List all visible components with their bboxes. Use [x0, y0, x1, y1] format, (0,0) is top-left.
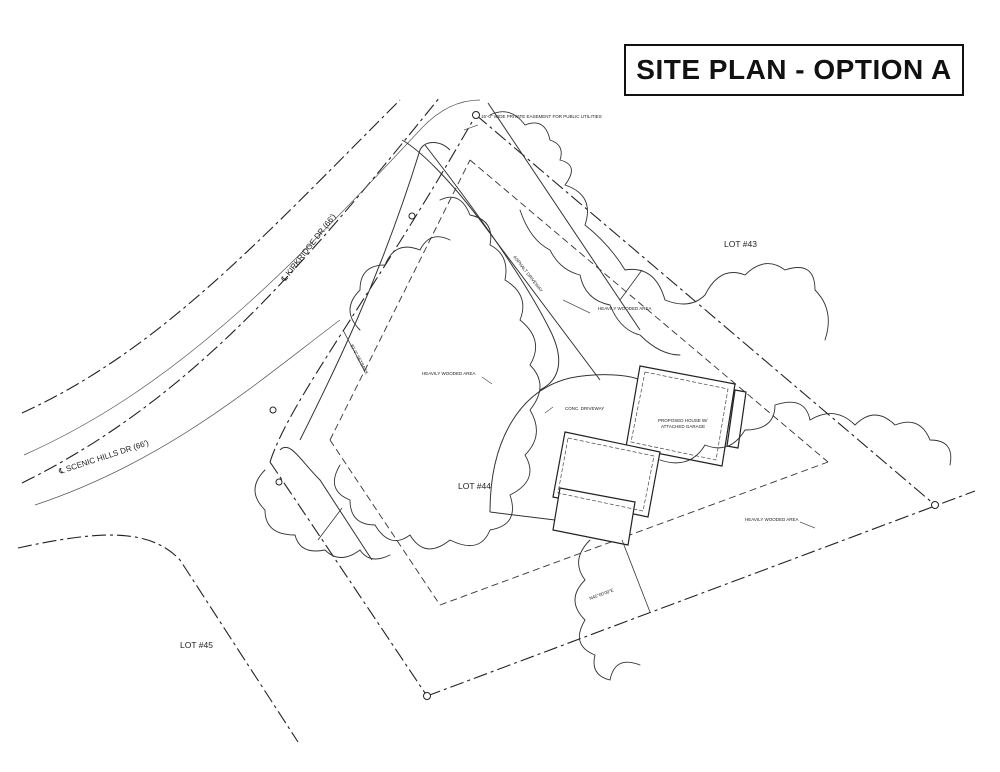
dimension-line	[621, 539, 651, 613]
marker-circle	[408, 212, 416, 220]
road-edge-1	[23, 99, 481, 456]
house-garage-ext	[552, 487, 636, 546]
asphalt-driveway	[401, 139, 601, 381]
wooded-area-north-2	[519, 209, 681, 356]
wooded-area-east	[659, 401, 952, 466]
lot-45-label: LOT #45	[180, 640, 213, 650]
marker-circle	[472, 111, 480, 119]
wooded-area-west	[254, 469, 391, 560]
lot-44-label: LOT #44	[458, 481, 491, 491]
property-line-frontage	[269, 114, 477, 463]
lot-inner-outline-2	[279, 446, 373, 561]
leader-line	[544, 406, 554, 414]
dimension-line	[619, 269, 643, 301]
wooded-label-center: HEAVILY WOODED AREA	[422, 371, 476, 376]
kirkridge-row-north	[21, 99, 401, 414]
wooded-area-center	[333, 196, 541, 550]
house-inner-line	[630, 371, 729, 461]
leader-line	[463, 124, 479, 131]
house-main	[625, 365, 736, 467]
leader-line	[799, 521, 816, 529]
setback-side	[439, 461, 829, 606]
easement-note: 15'-0" WIDE PRIVATE EASEMENT FOR PUBLIC …	[481, 114, 602, 119]
driveway-edge-3	[487, 102, 641, 331]
dimension-line	[342, 329, 366, 373]
wooded-area-south	[574, 539, 641, 681]
property-line-south	[426, 490, 976, 697]
lot-43-label: LOT #43	[724, 239, 757, 249]
leader-line	[481, 376, 493, 385]
setback-front	[329, 159, 471, 441]
marker-circle	[931, 501, 939, 509]
setback-label: 30'-0" SETBACK	[349, 343, 369, 375]
setback-north	[469, 159, 829, 463]
property-line-north	[475, 114, 936, 506]
leader-line	[562, 299, 591, 314]
dimension-line	[317, 507, 343, 541]
wooded-area-north	[489, 111, 829, 341]
house-label-2: ATTACHED GARAGE	[661, 424, 705, 429]
asphalt-driveway-2	[424, 144, 560, 391]
scenic-hills-row	[17, 534, 299, 743]
marker-circle	[275, 478, 283, 486]
garage-inner-line	[557, 437, 655, 512]
lot-inner-outline	[299, 142, 451, 441]
wooded-area-center-2	[349, 236, 451, 331]
conc-driveway-label: CONC. DRIVEWAY	[565, 406, 604, 411]
wooded-label-east: HEAVILY WOODED AREA	[745, 517, 799, 522]
property-line-west	[269, 461, 428, 697]
kirkridge-row-north-2	[21, 96, 441, 484]
kirkridge-label: ℄ KIRKRIDGE DR (66')	[279, 212, 338, 284]
marker-circle	[423, 692, 431, 700]
marker-circle	[269, 406, 277, 414]
setback-west	[329, 439, 441, 606]
house-label-1: PROPOSED HOUSE W/	[658, 418, 708, 423]
bearing-label: N45°00'00"E	[589, 588, 615, 601]
wooded-label-north: HEAVILY WOODED AREA	[598, 306, 652, 311]
conc-driveway	[489, 374, 641, 521]
road-edge-2	[34, 319, 341, 506]
page-title: SITE PLAN - OPTION A	[624, 44, 964, 96]
house-porch	[726, 389, 747, 449]
